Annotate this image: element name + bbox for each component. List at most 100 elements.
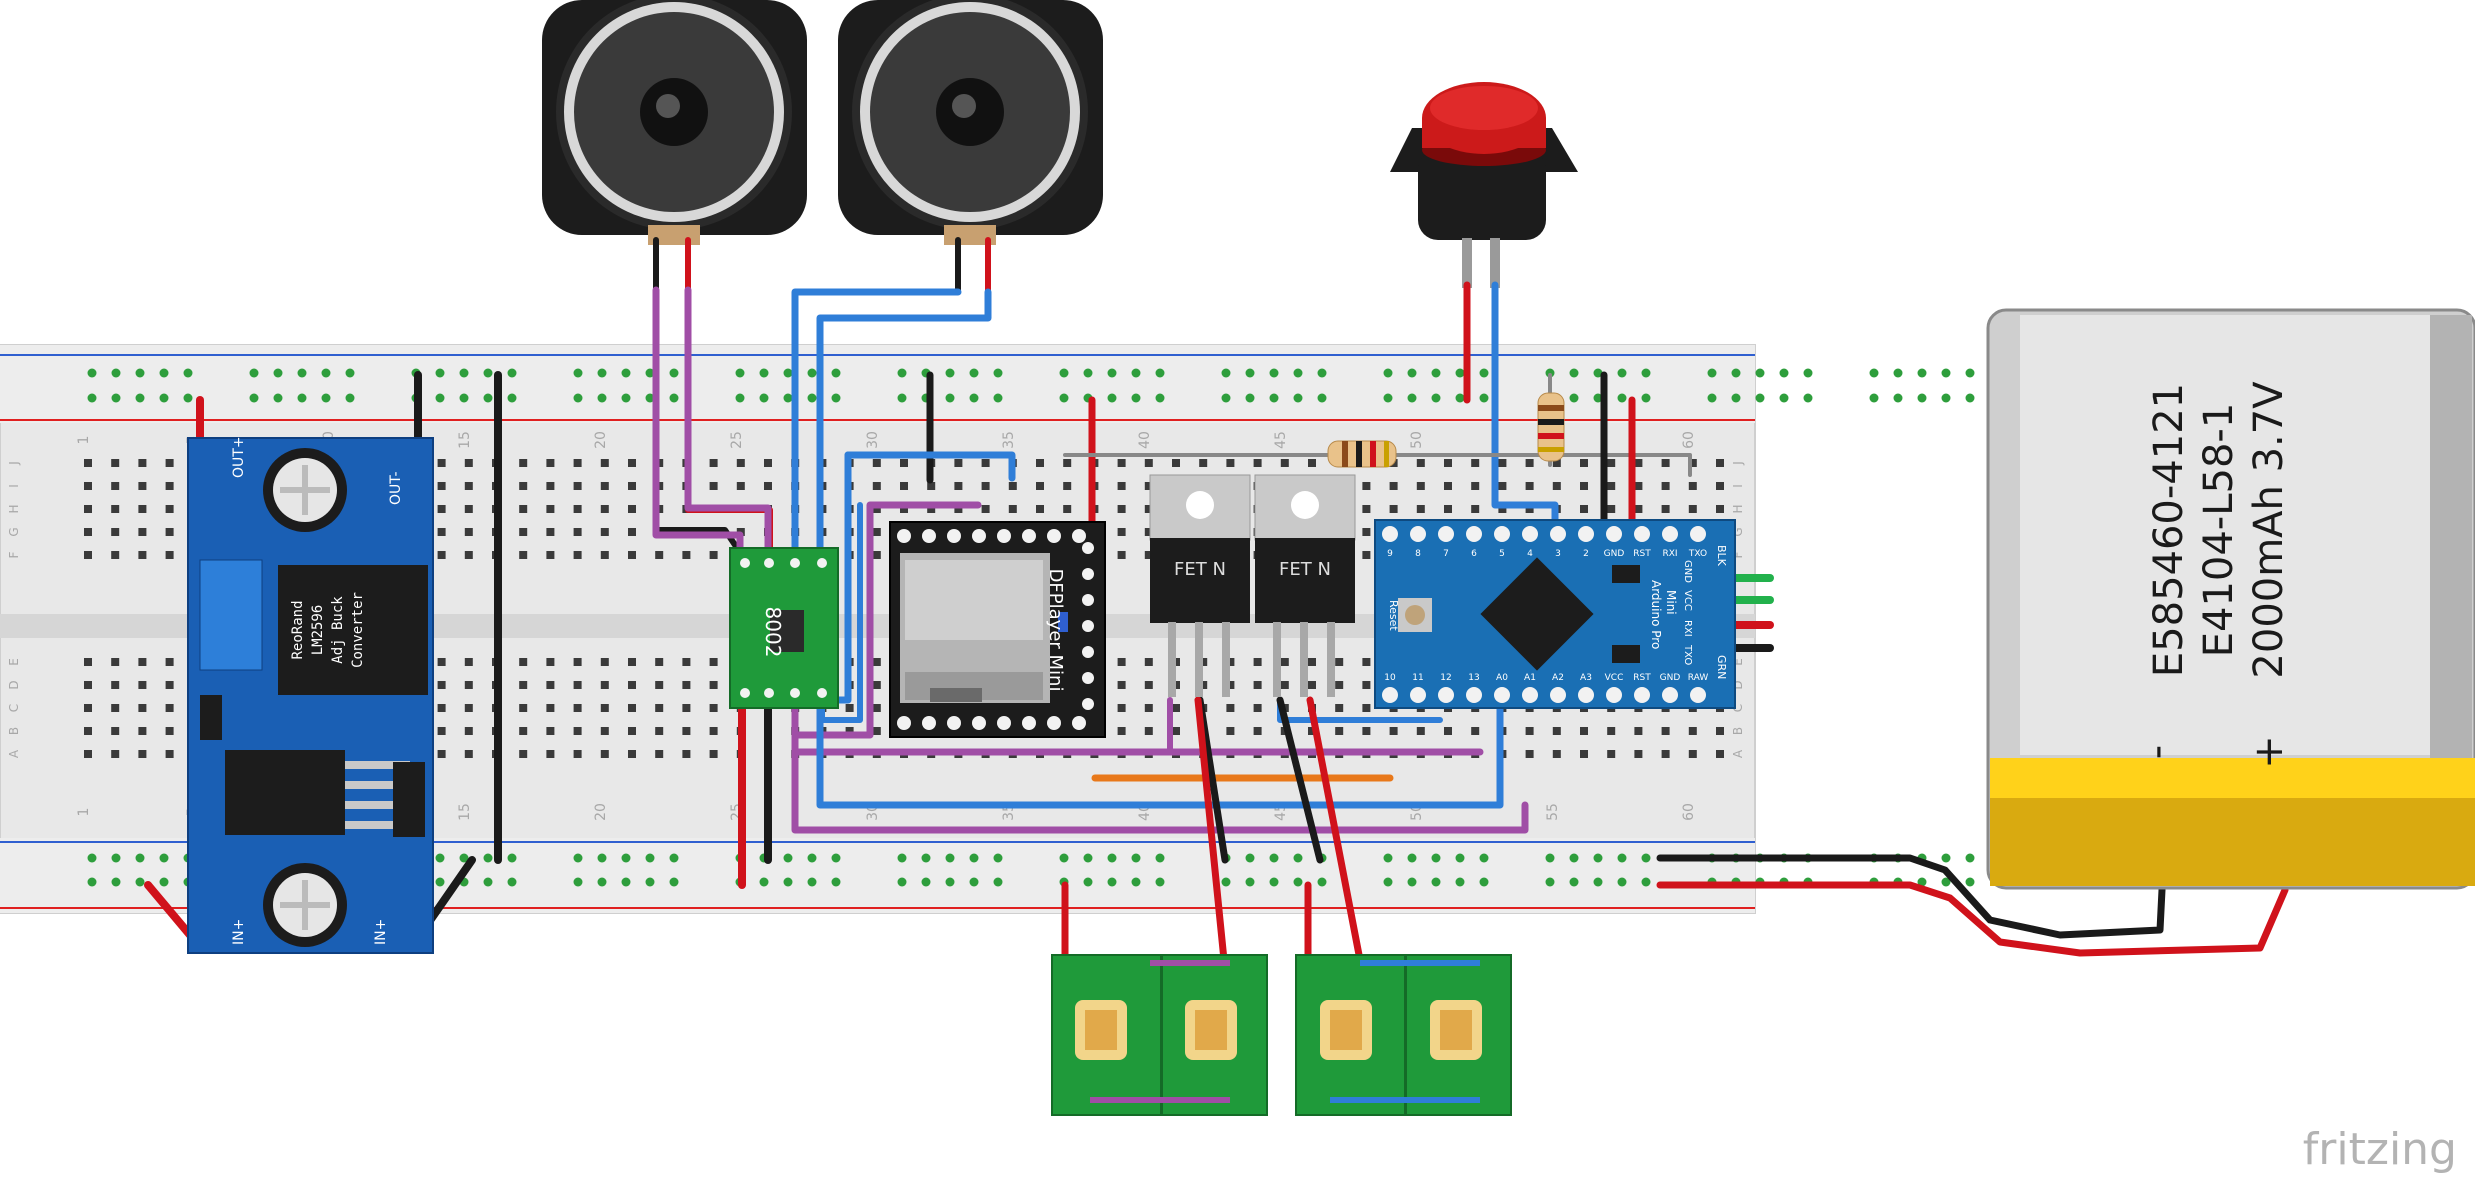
breadboard-rail-holes <box>87 368 1975 887</box>
breadboard-hole <box>628 459 636 467</box>
breadboard-hole <box>519 528 528 536</box>
rail-hole <box>1479 853 1489 863</box>
rail-hole <box>135 393 145 403</box>
rail-hole <box>1083 368 1093 378</box>
rail-hole <box>135 853 145 863</box>
pro-mini-side-txo: TXO <box>1682 644 1693 665</box>
breadboard-hole <box>464 528 473 536</box>
breadboard-hole <box>1172 459 1180 467</box>
resistor-vertical <box>1537 392 1565 462</box>
rail-hole <box>921 877 931 887</box>
breadboard-hole <box>1580 750 1588 758</box>
breadboard-row-label: J <box>7 461 21 466</box>
breadboard-hole <box>954 505 963 513</box>
rail-hole <box>435 877 445 887</box>
breadboard-hole <box>546 505 555 513</box>
breadboard-hole <box>546 551 555 559</box>
breadboard-hole <box>84 704 92 712</box>
dfplayer-pin <box>1082 672 1094 684</box>
pro-mini-pin <box>1466 526 1482 542</box>
pro-mini-pin <box>1634 687 1650 703</box>
rail-hole <box>1893 393 1903 403</box>
mosfet-2-label: FET N <box>1279 559 1331 580</box>
breadboard-col-label: 60 <box>1681 431 1697 449</box>
rail-hole <box>897 393 907 403</box>
breadboard-hole <box>1226 704 1235 712</box>
breadboard-hole <box>872 528 881 536</box>
pro-mini-pin-label: 5 <box>1499 549 1505 559</box>
breadboard-hole <box>1362 727 1371 735</box>
pro-mini-blk-label: BLK <box>1715 545 1728 567</box>
dfplayer-pin <box>897 716 911 730</box>
breadboard-hole <box>709 658 718 666</box>
battery-label-2: E4104-L58-1 <box>2196 403 2242 658</box>
breadboard-hole <box>872 658 881 666</box>
breadboard-hole <box>546 528 555 536</box>
breadboard-hole <box>138 482 147 490</box>
rail-hole <box>1293 393 1303 403</box>
rail-hole <box>783 368 793 378</box>
rail-hole <box>1059 368 1069 378</box>
breadboard-hole <box>1688 505 1697 513</box>
rail-hole <box>597 877 607 887</box>
rail-hole <box>1383 393 1393 403</box>
breadboard-hole <box>1199 459 1208 467</box>
rail-hole <box>897 877 907 887</box>
pro-mini-pin-label: GND <box>1604 549 1625 559</box>
breadboard-hole <box>655 704 664 712</box>
breadboard-col-label: 35 <box>1001 431 1017 449</box>
breadboard-hole <box>519 482 528 490</box>
breadboard-row-label: F <box>7 551 21 558</box>
buck-converter: ReoRand LM2596 Adj Buck Converter OUT+ O… <box>187 436 434 954</box>
breadboard-hole <box>600 658 609 666</box>
breadboard-hole <box>872 482 881 490</box>
rail-hole <box>807 877 817 887</box>
breadboard-hole <box>1362 528 1371 536</box>
rail-hole <box>1221 877 1231 887</box>
rail-hole <box>969 368 979 378</box>
breadboard-hole <box>1716 727 1724 735</box>
rail-hole <box>183 393 193 403</box>
breadboard-hole <box>1008 505 1017 513</box>
breadboard-hole <box>519 750 528 758</box>
rail-hole <box>1545 853 1555 863</box>
breadboard-hole <box>1607 505 1616 513</box>
breadboard-hole <box>1226 681 1235 689</box>
rail-hole <box>897 853 907 863</box>
rail-hole <box>1803 393 1813 403</box>
breadboard-hole <box>165 704 174 712</box>
breadboard-hole <box>1389 505 1398 513</box>
rail-hole <box>1107 393 1117 403</box>
breadboard-hole <box>600 704 609 712</box>
rail-hole <box>435 368 445 378</box>
breadboard-hole <box>1280 681 1289 689</box>
breadboard-hole <box>736 482 745 490</box>
rail-hole <box>1107 877 1117 887</box>
breadboard-hole <box>165 681 174 689</box>
breadboard-hole <box>519 681 528 689</box>
breadboard-hole <box>1634 505 1643 513</box>
rail-hole <box>1617 368 1627 378</box>
breadboard-hole <box>573 482 582 490</box>
rail-hole <box>645 368 655 378</box>
breadboard-row-label: B <box>7 727 21 735</box>
dfplayer-pin <box>1022 716 1036 730</box>
rail-hole <box>597 853 607 863</box>
rail-hole <box>1569 368 1579 378</box>
breadboard-hole <box>764 459 772 467</box>
rail-hole <box>1407 853 1417 863</box>
rail-hole <box>573 853 583 863</box>
pro-mini-side-gnd: GND <box>1682 560 1693 583</box>
breadboard-hole <box>1036 459 1044 467</box>
dfplayer-pin <box>1072 529 1086 543</box>
breadboard-hole <box>1199 681 1208 689</box>
rail-hole <box>807 368 817 378</box>
breadboard-hole <box>111 704 120 712</box>
pro-mini-grn-label: GRN <box>1715 655 1728 679</box>
rail-hole <box>645 853 655 863</box>
breadboard-col-label: 45 <box>1273 431 1289 449</box>
rail-hole <box>807 393 817 403</box>
breadboard-hole <box>1144 551 1153 559</box>
breadboard-hole <box>600 551 609 559</box>
breadboard-hole <box>1471 482 1480 490</box>
